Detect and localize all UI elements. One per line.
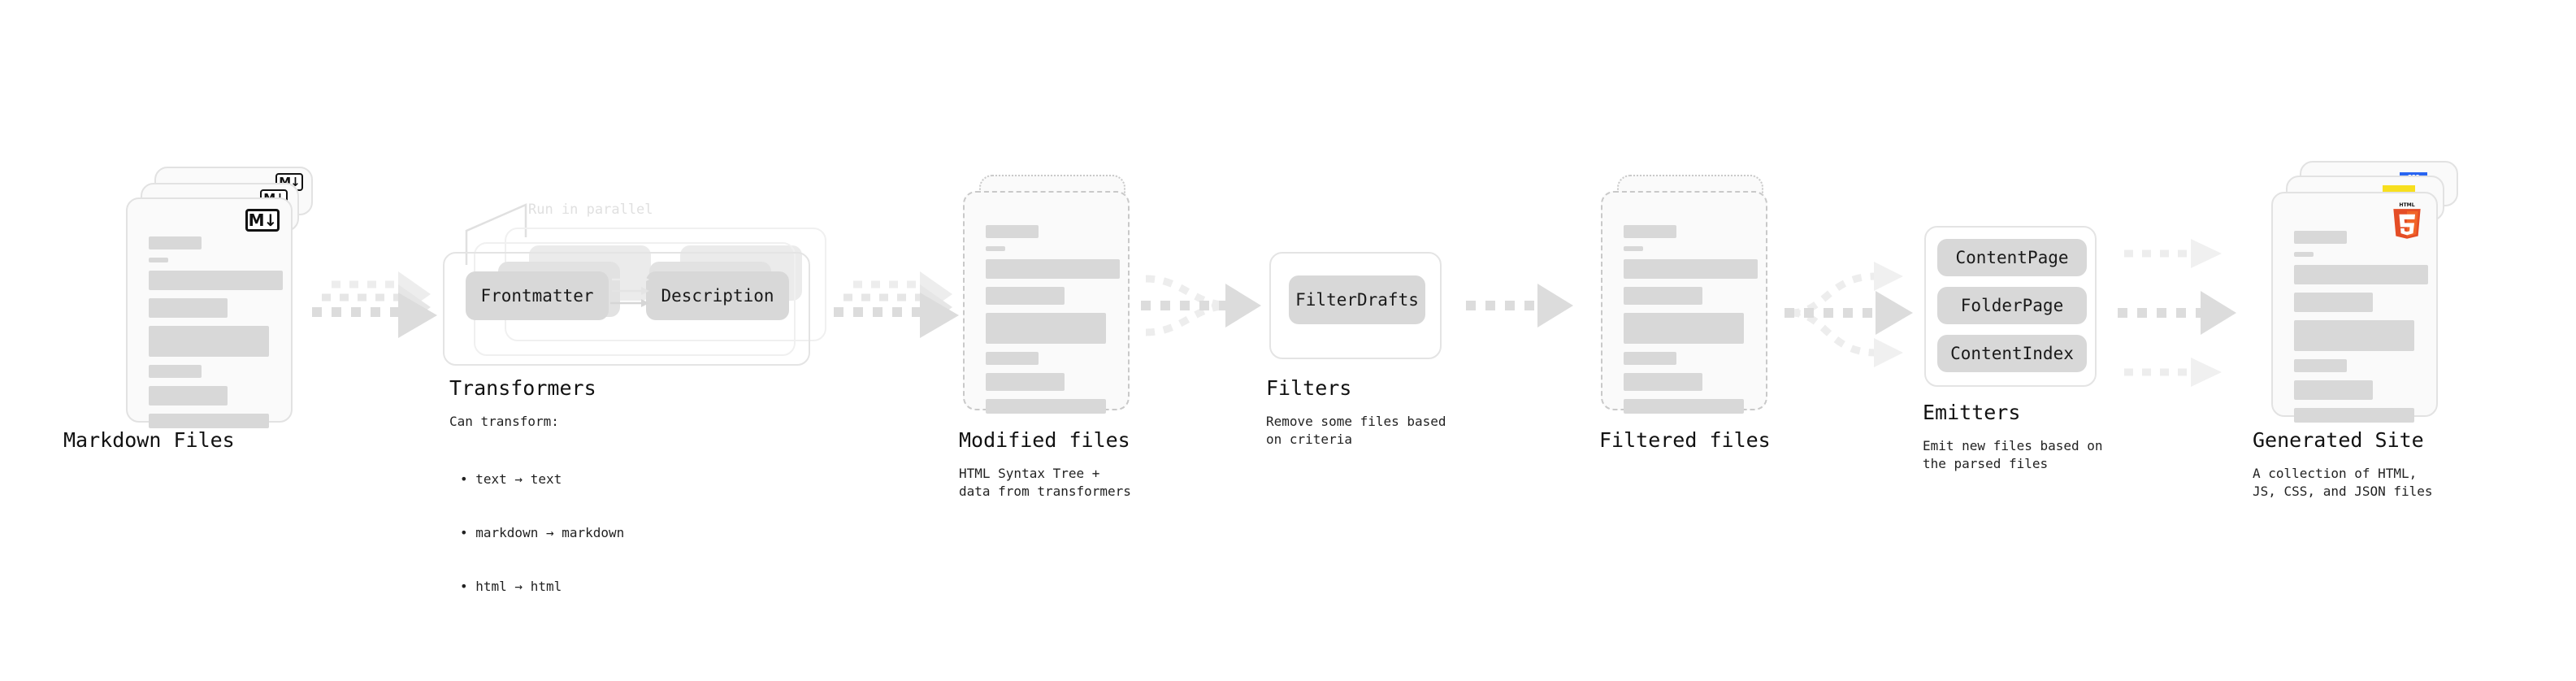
transformer-chip-frontmatter[interactable]: Frontmatter (466, 271, 609, 320)
connector-modified-to-filters (1138, 264, 1284, 370)
placeholder-lines (149, 236, 283, 436)
filtered-files-stack (1601, 175, 1788, 435)
filter-chip-filterdrafts[interactable]: FilterDrafts (1289, 275, 1425, 324)
emitters-subtitle: Emit new files based on the parsed files (1923, 438, 2103, 471)
transformers-bullet-item: • html → html (460, 579, 562, 594)
markdown-files-stack: M↓ M↓ M↓ (126, 167, 313, 428)
transformers-bullets: • text → text • markdown → markdown • ht… (460, 435, 624, 631)
filters-box[interactable]: FilterDrafts (1269, 252, 1442, 359)
html5-icon: HTML (2393, 202, 2421, 239)
filtered-card-front[interactable] (1601, 191, 1767, 414)
filters-subtitle: Remove some files based on criteria (1266, 414, 1446, 447)
emitters-title: Emitters (1923, 401, 2021, 424)
modified-files-stack (963, 175, 1150, 435)
modified-files-title: Modified files (959, 428, 1130, 452)
connector-transformers-to-modified (829, 271, 975, 366)
markdown-files-title: Markdown Files (63, 428, 235, 452)
emitter-chip-folderpage[interactable]: FolderPage (1937, 287, 2087, 324)
placeholder-lines (986, 225, 1120, 422)
transformers-title: Transformers (449, 376, 596, 400)
run-in-parallel-label: Run in parallel (528, 202, 653, 218)
transformers-bullet-item: • text → text (460, 471, 562, 487)
site-card-html[interactable]: HTML (2271, 192, 2438, 423)
emitters-box[interactable]: ContentPage FolderPage ContentIndex (1924, 226, 2097, 387)
emitter-chip-contentpage[interactable]: ContentPage (1937, 239, 2087, 276)
svg-text:HTML: HTML (2399, 202, 2414, 208)
transformer-chip-description[interactable]: Description (646, 271, 789, 320)
placeholder-lines (2294, 231, 2428, 431)
connector-filters-to-filtered (1463, 284, 1593, 343)
modified-card-front[interactable] (963, 191, 1130, 414)
modified-files-subtitle: HTML Syntax Tree + data from transformer… (959, 466, 1131, 499)
transformer-inner-arrows (610, 271, 653, 322)
run-in-parallel-bracket (462, 198, 649, 271)
placeholder-lines (1624, 225, 1758, 422)
generated-site-title: Generated Site (2253, 428, 2424, 452)
markdown-icon: M↓ (245, 209, 280, 232)
emitter-chip-contentindex[interactable]: ContentIndex (1937, 335, 2087, 372)
generated-site-subtitle: A collection of HTML, JS, CSS, and JSON … (2253, 466, 2433, 499)
connector-filtered-to-emitters (1780, 237, 1942, 392)
markdown-card-front[interactable]: M↓ (126, 197, 293, 428)
connector-emitters-to-site (2113, 237, 2267, 392)
transformers-subtitle: Can transform: (449, 414, 559, 429)
filtered-files-title: Filtered files (1599, 428, 1771, 452)
transformers-box-front[interactable]: Frontmatter Description (443, 252, 810, 366)
connector-md-to-transformers (307, 271, 453, 366)
generated-site-stack: CSS HTML (2271, 161, 2466, 429)
transformers-bullet-item: • markdown → markdown (460, 525, 625, 540)
filters-title: Filters (1266, 376, 1352, 400)
transformers-stack: Run in parallel Frontmatter Description (443, 195, 833, 366)
